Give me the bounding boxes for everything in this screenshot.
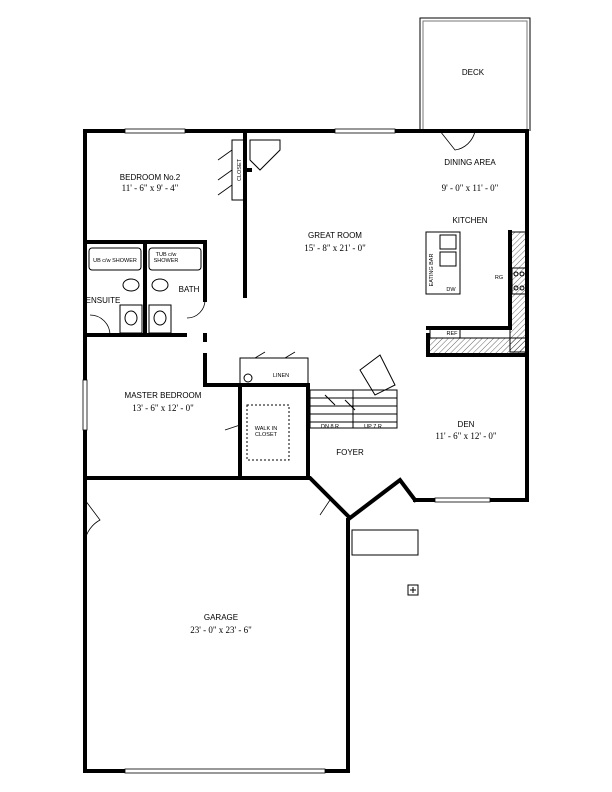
great-room-size: 15' - 8" x 21' - 0" (304, 243, 366, 253)
kitchen-label: KITCHEN (452, 216, 487, 225)
bedroom2-closet (217, 139, 281, 201)
rg-label: RG (495, 275, 503, 281)
stairs-up-label: UP 7 R (364, 424, 382, 430)
tub-label-2: SHOWER (154, 258, 179, 264)
stairs (309, 354, 398, 429)
garage-features (84, 477, 419, 596)
bedroom2-size: 11' - 6" x 9' - 4" (122, 183, 179, 193)
walk-in-label-2: CLOSET (255, 432, 278, 438)
deck-label: DECK (462, 68, 485, 77)
walk-in-label-1: WALK IN (255, 426, 277, 432)
closet-label: CLOSET (237, 158, 243, 181)
bedroom2-label: BEDROOM No.2 (120, 173, 181, 182)
linen-label: LINEN (273, 373, 289, 379)
dining-label: DINING AREA (444, 158, 496, 167)
garage-size: 23' - 0" x 23' - 6" (190, 625, 252, 635)
dining-door (439, 130, 476, 151)
den-label: DEN (458, 420, 475, 429)
den-size: 11' - 6" x 12' - 0" (435, 431, 497, 441)
walk-in-closet (224, 404, 290, 461)
tub-label-1: TUB c/w (156, 252, 177, 258)
dw-label: DW (446, 287, 456, 293)
master-label: MASTER BEDROOM (125, 391, 202, 400)
great-room-label: GREAT ROOM (308, 231, 362, 240)
ref-label: REF (447, 331, 459, 337)
bath-label: BATH (179, 285, 200, 294)
stairs-down-label: DN 8 R (321, 424, 339, 430)
shower-label: UB c/w SHOWER (93, 258, 137, 264)
ensuite-label: ENSUITE (86, 296, 121, 305)
kitchen-counters (425, 231, 529, 356)
master-size: 13' - 6" x 12' - 0" (132, 403, 194, 413)
deck (419, 17, 531, 131)
windows (82, 128, 491, 774)
linen-closet (239, 351, 309, 386)
dining-size: 9' - 0" x 11' - 0" (442, 183, 499, 193)
bathrooms (88, 247, 206, 336)
garage-label: GARAGE (204, 613, 238, 622)
eating-bar-label: EATING BAR (429, 254, 435, 287)
foyer-label: FOYER (336, 448, 364, 457)
